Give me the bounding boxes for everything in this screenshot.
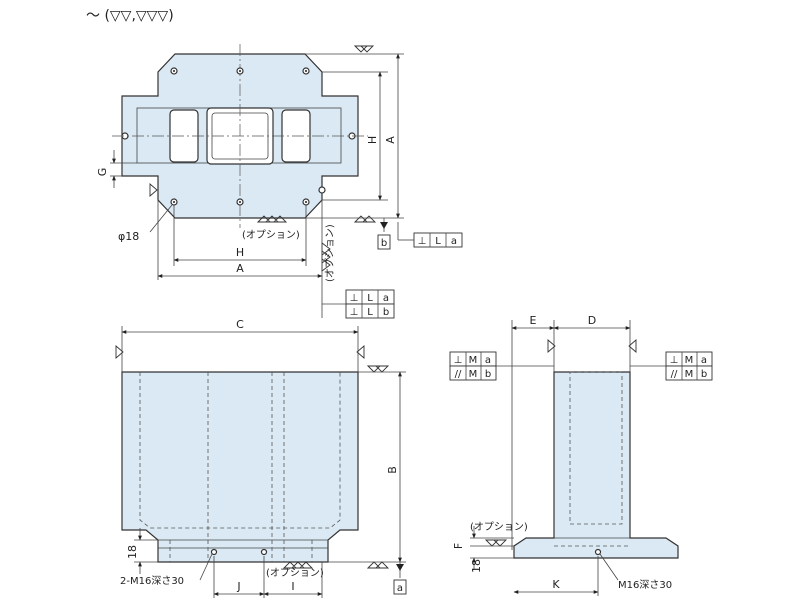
- finish-mark-front-bottom: [366, 561, 390, 569]
- frame-L-a: [413, 232, 463, 248]
- frame-side-left-2: [449, 365, 497, 381]
- side-view: E D F 18 K M16深さ30 (オプション) ⊥ M a // M b: [449, 314, 713, 596]
- front-option-label: (オプション): [266, 567, 324, 579]
- dim-F: F: [452, 543, 465, 549]
- svg-text:M: M: [685, 369, 694, 380]
- frame-L-b: [345, 303, 395, 319]
- side-option-label: (オプション): [470, 521, 528, 533]
- finish-mark-bottom-option: [256, 215, 288, 223]
- datum-b: b: [381, 238, 387, 249]
- finish-mark-top-right: [353, 45, 375, 53]
- svg-text:⊥: ⊥: [454, 355, 463, 366]
- svg-text:⊥: ⊥: [350, 307, 359, 318]
- svg-text:b: b: [383, 307, 389, 318]
- datum-a: a: [397, 583, 403, 594]
- svg-text://: //: [671, 369, 678, 380]
- hole-label: φ18: [118, 230, 139, 243]
- svg-text:M: M: [685, 355, 694, 366]
- dim-18-front: 18: [126, 545, 139, 559]
- finish-mark-front-right: [356, 345, 365, 359]
- dim-C: C: [236, 318, 244, 331]
- svg-text:a: a: [451, 236, 457, 247]
- finish-mark-bottom-right: [353, 215, 377, 223]
- svg-text:b: b: [485, 369, 491, 380]
- dim-H-horizontal: H: [236, 246, 244, 259]
- svg-text://: //: [455, 369, 462, 380]
- dim-B: B: [386, 466, 399, 474]
- finish-mark-front-bottom-option: [282, 561, 314, 569]
- svg-text:⊥: ⊥: [418, 236, 427, 247]
- front-view: C B 18 J I 2-M16深さ30 (オプション) a: [115, 318, 407, 598]
- dim-E: E: [530, 314, 537, 327]
- svg-text:a: a: [701, 355, 707, 366]
- dim-I: I: [291, 580, 294, 593]
- finish-mark-front-left: [115, 345, 124, 359]
- finish-mark-left: [149, 183, 158, 197]
- bolt-holes: [170, 67, 326, 206]
- svg-text:L: L: [367, 293, 373, 304]
- svg-text:⊥: ⊥: [350, 293, 359, 304]
- frame-side-right-2: [665, 365, 713, 381]
- dim-J: J: [236, 580, 240, 593]
- dim-18-side: 18: [470, 559, 483, 573]
- side-view-body: [513, 371, 679, 559]
- datum-b-box: [377, 234, 391, 250]
- option-label-top: (オプション): [242, 229, 300, 241]
- svg-text:a: a: [485, 355, 491, 366]
- finish-mark-side-option: [484, 539, 508, 547]
- dim-G: G: [96, 168, 109, 177]
- finish-mark-side-left: [547, 339, 556, 353]
- top-view: H A G H A φ18 (オプション) (オプション) b ⊥: [96, 44, 463, 319]
- svg-text:M: M: [469, 369, 478, 380]
- dim-D: D: [588, 314, 596, 327]
- svg-text:⊥: ⊥: [670, 355, 679, 366]
- front-view-body: [121, 371, 359, 563]
- dim-A-horizontal: A: [236, 262, 244, 275]
- finish-legend: ～ (▽▽,▽▽▽): [86, 8, 174, 24]
- side-hidden-pocket: [569, 371, 623, 525]
- datum-a-box: [393, 579, 407, 595]
- svg-text:M: M: [469, 355, 478, 366]
- front-tap-label: 2-M16深さ30: [120, 575, 184, 587]
- dim-A-vertical: A: [384, 136, 397, 144]
- finish-mark-front-top: [366, 365, 390, 373]
- svg-text:b: b: [701, 369, 707, 380]
- dim-H-vertical: H: [366, 136, 379, 144]
- svg-text:L: L: [435, 236, 441, 247]
- dim-K: K: [552, 578, 560, 591]
- finish-mark-side-right: [628, 339, 637, 353]
- svg-text:L: L: [367, 307, 373, 318]
- option-label-vertical: (オプション): [324, 224, 336, 282]
- svg-text:a: a: [383, 293, 389, 304]
- side-tap-label: M16深さ30: [618, 579, 672, 591]
